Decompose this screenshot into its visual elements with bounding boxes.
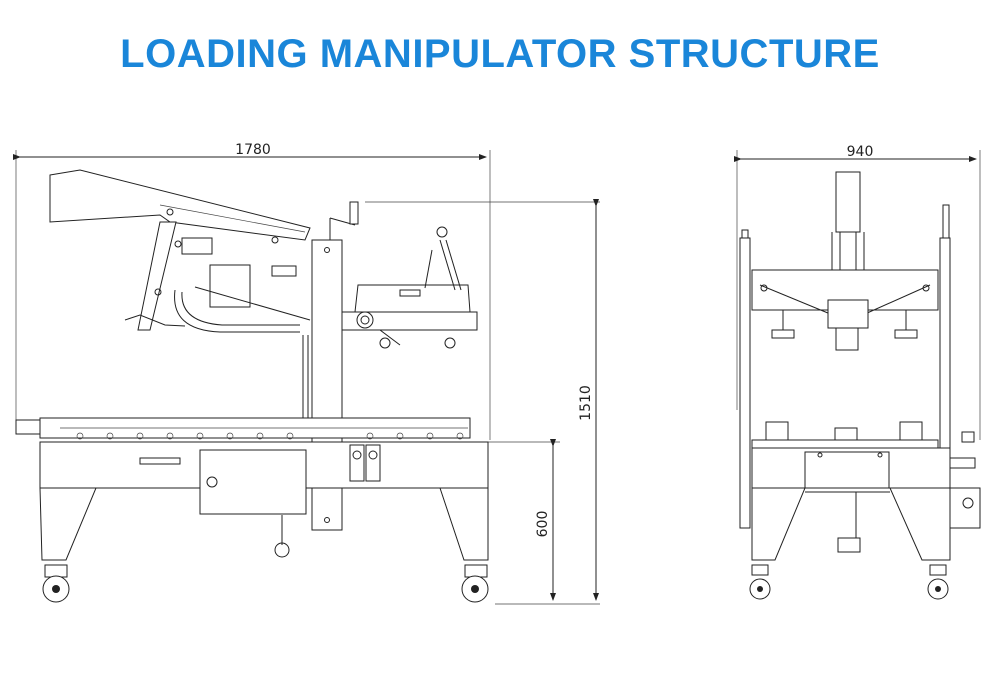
- table-height-label: 600: [535, 511, 551, 538]
- dimension-table-height: 600: [480, 439, 560, 601]
- front-width-label: 940: [847, 144, 874, 160]
- dimension-total-height: 1510: [365, 199, 600, 605]
- front-view: [739, 171, 981, 600]
- total-height-label: 1510: [578, 385, 594, 421]
- page-title: LOADING MANIPULATOR STRUCTURE: [120, 32, 880, 76]
- side-length-label: 1780: [235, 142, 271, 158]
- dimension-front-width: 940: [734, 144, 981, 440]
- dimension-side-length: 1780: [13, 142, 491, 440]
- side-view: [15, 169, 489, 603]
